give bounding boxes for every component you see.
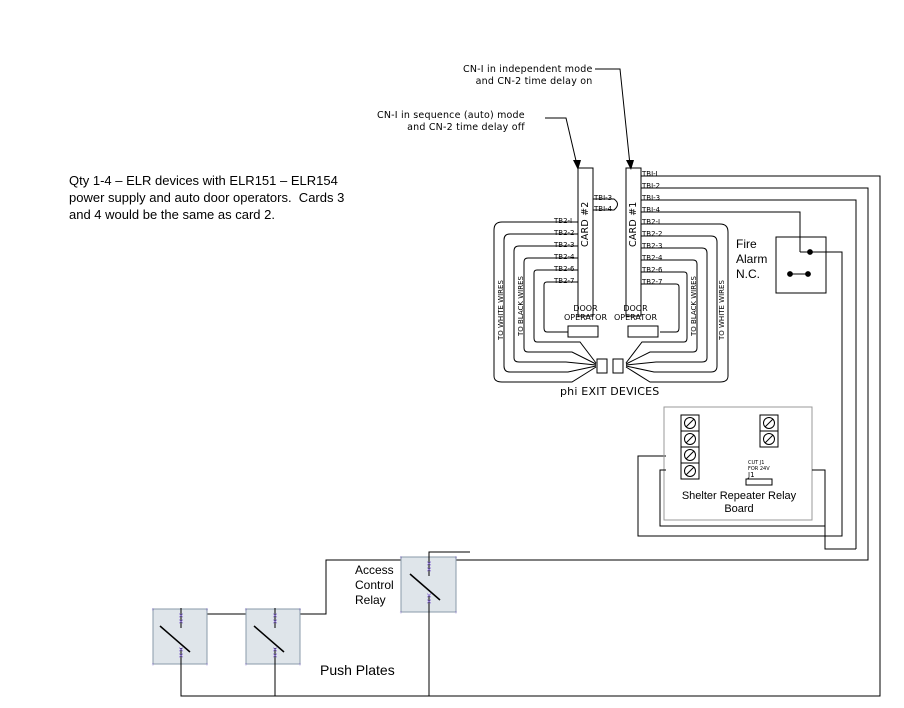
access-control-relay-device [400, 552, 457, 614]
card1-terminal-label: TB2-7 [642, 278, 663, 286]
svg-text:◦: ◦ [298, 606, 302, 614]
relay-board-label: Shelter Repeater Relay Board [681, 490, 797, 515]
relay-j1-label: J1 [748, 471, 755, 479]
svg-text:◦: ◦ [244, 606, 248, 614]
push-plate-1 [152, 608, 208, 666]
svg-text:◦: ◦ [399, 609, 403, 617]
exit-device-left [596, 358, 608, 374]
card1-terminal-label: TBI-I [642, 170, 658, 178]
fire-alarm-label: Fire Alarm N.C. [736, 237, 768, 281]
card2-tb1-label: TBI-4 [594, 205, 613, 213]
svg-text:✕: ✕ [272, 612, 278, 620]
card1-terminal-label: TBI-4 [642, 206, 661, 214]
card2-tb2-label: TB2-I [554, 217, 573, 225]
svg-text:◦: ◦ [454, 554, 458, 562]
shelter-repeater-relay-board [663, 406, 813, 521]
card2-tb2-label: TB2-6 [554, 265, 575, 273]
card1-terminal-label: TB2-4 [642, 254, 663, 262]
cn1-sequence-note: CN-I in sequence (auto) mode and CN-2 ti… [377, 110, 525, 133]
svg-text:✕: ✕ [426, 560, 432, 568]
svg-text:✕: ✕ [178, 646, 184, 654]
card2-tb1-label: TBI-3 [594, 194, 613, 202]
svg-text:✕: ✕ [272, 646, 278, 654]
door-operator-left [567, 325, 599, 338]
card1-terminal-label: TBI-3 [642, 194, 661, 202]
svg-text:✕: ✕ [426, 592, 432, 600]
push-plates-label: Push Plates [320, 662, 395, 678]
to-black-wires-right: TO BLACK WIRES [690, 276, 698, 336]
card1-terminal-label: TBI-2 [642, 182, 661, 190]
door-operator-label-left: DOOR OPERATOR [564, 304, 608, 322]
svg-text:◦: ◦ [399, 554, 403, 562]
svg-text:✕: ✕ [272, 652, 278, 660]
svg-text:◦: ◦ [151, 661, 155, 669]
svg-text:◦: ◦ [205, 606, 209, 614]
card-1-label: CARD #1 [628, 201, 639, 247]
card1-terminal-label: TB2-6 [642, 266, 663, 274]
exit-device-right [612, 358, 624, 374]
to-white-wires-left: TO WHITE WIRES [497, 280, 505, 340]
door-operator-label-right: DOOR OPERATOR [614, 304, 658, 322]
card1-terminal-label: TB2-3 [642, 242, 663, 250]
cn1-independent-note: CN-I in independent mode and CN-2 time d… [463, 64, 593, 87]
svg-text:✕: ✕ [178, 618, 184, 626]
card-1-strip [625, 167, 642, 317]
door-operator-right [627, 325, 659, 338]
leader-independent [595, 68, 631, 166]
card1-terminal-label: TB2-I [642, 218, 661, 226]
description-note: Qty 1-4 – ELR devices with ELR151 – ELR1… [69, 173, 345, 222]
fire-alarm-box [775, 236, 827, 294]
card2-tb2-label: TB2-3 [554, 241, 575, 249]
to-white-wires-right: TO WHITE WIRES [718, 280, 726, 340]
svg-text:✕: ✕ [178, 612, 184, 620]
to-black-wires-left: TO BLACK WIRES [517, 276, 525, 336]
card2-tb2-label: TB2-2 [554, 229, 575, 237]
exit-devices-label: phi EXIT DEVICES [560, 385, 660, 398]
push-plate-2 [245, 608, 301, 666]
svg-text:✕: ✕ [426, 566, 432, 574]
svg-text:◦: ◦ [151, 606, 155, 614]
card2-tb2-label: TB2-7 [554, 277, 575, 285]
card1-terminal-label: TB2-2 [642, 230, 663, 238]
svg-text:◦: ◦ [205, 661, 209, 669]
card-2-label: CARD #2 [580, 201, 591, 247]
card2-tb2-label: TB2-4 [554, 253, 575, 261]
svg-text:✕: ✕ [178, 652, 184, 660]
svg-text:✕: ✕ [426, 598, 432, 606]
access-control-label: Access Control Relay [355, 563, 394, 607]
svg-text:◦: ◦ [298, 661, 302, 669]
svg-text:◦: ◦ [244, 661, 248, 669]
svg-text:✕: ✕ [272, 618, 278, 626]
svg-text:◦: ◦ [454, 609, 458, 617]
leader-sequence [545, 117, 578, 166]
relay-cut-note: CUT J1 FOR 24V [748, 460, 770, 472]
card-2-strip [577, 167, 594, 317]
